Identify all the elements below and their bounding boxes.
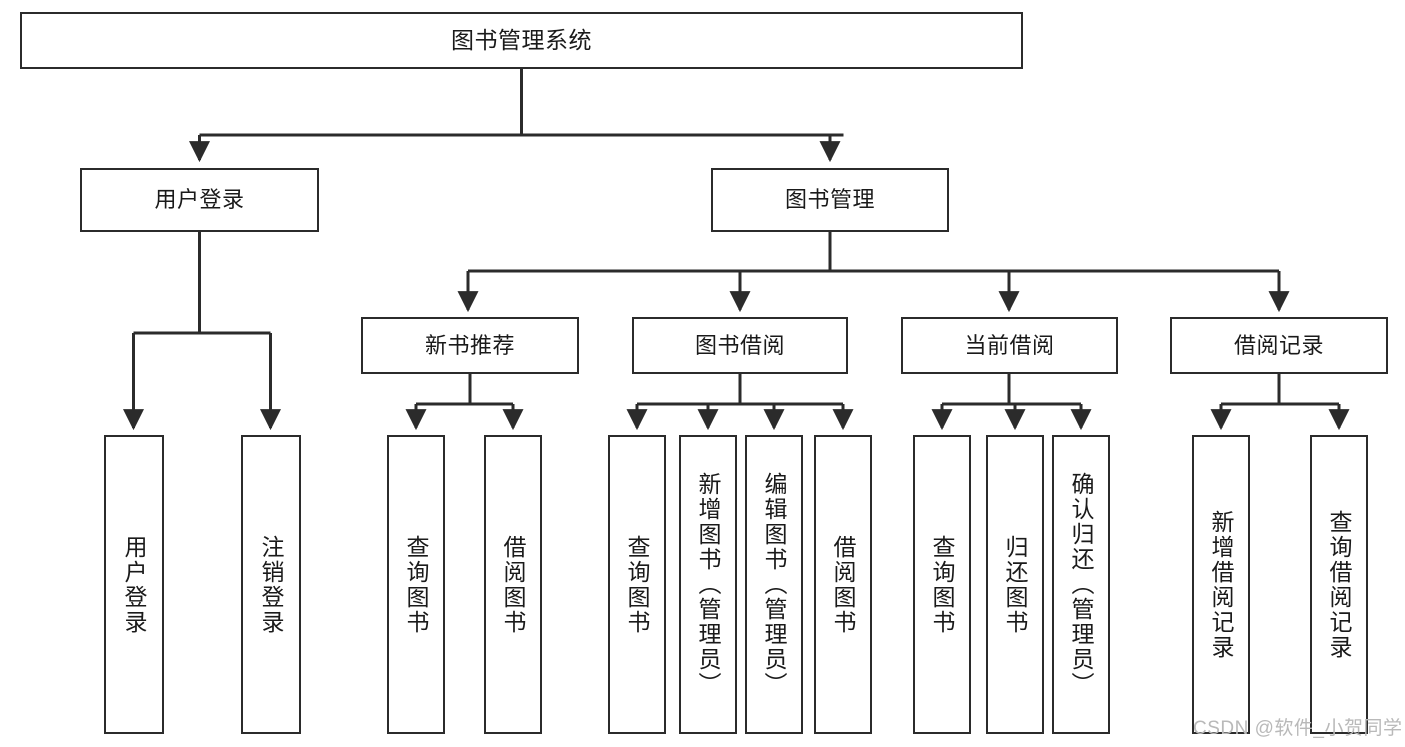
node-book-management[interactable]: 图书管理 <box>711 168 949 232</box>
node-current-borrowing[interactable]: 当前借阅 <box>901 317 1118 374</box>
node-label: 用户登录 <box>154 187 245 213</box>
node-new-book-recommendation[interactable]: 新书推荐 <box>361 317 579 374</box>
node-label: 图书管理系统 <box>451 27 592 54</box>
leaf-borrow-books-new[interactable]: 借阅图书 <box>484 435 542 734</box>
node-borrowing-records[interactable]: 借阅记录 <box>1170 317 1388 374</box>
leaf-query-books-current[interactable]: 查询图书 <box>913 435 971 734</box>
leaf-logout-login[interactable]: 注销登录 <box>241 435 301 734</box>
leaf-query-borrow-record[interactable]: 查询借阅记录 <box>1310 435 1368 734</box>
leaf-query-books-new[interactable]: 查询图书 <box>387 435 445 734</box>
node-label: 新书推荐 <box>424 332 515 358</box>
leaf-user-login[interactable]: 用户登录 <box>104 435 164 734</box>
csdn-watermark: CSDN @软件_小贺同学 <box>1193 718 1403 739</box>
leaf-query-books-borrow[interactable]: 查询图书 <box>608 435 666 734</box>
leaf-confirm-return-admin[interactable]: 确认归还（管理员） <box>1052 435 1110 734</box>
node-label: 图书管理 <box>784 187 875 213</box>
node-label: 注销登录 <box>258 534 285 635</box>
node-label: 新增图书（管理员） <box>695 472 722 697</box>
node-label: 借阅记录 <box>1233 332 1324 358</box>
node-label: 用户登录 <box>121 534 148 635</box>
node-label: 归还图书 <box>1002 534 1029 635</box>
node-label: 查询借阅记录 <box>1326 509 1353 660</box>
node-label: 当前借阅 <box>964 332 1055 358</box>
node-label: 查询图书 <box>929 534 956 635</box>
node-label: 借阅图书 <box>830 534 857 635</box>
node-label: 图书借阅 <box>694 332 785 358</box>
leaf-add-book-admin[interactable]: 新增图书（管理员） <box>679 435 737 734</box>
leaf-edit-book-admin[interactable]: 编辑图书（管理员） <box>745 435 803 734</box>
node-root-system[interactable]: 图书管理系统 <box>20 12 1023 69</box>
node-user-login[interactable]: 用户登录 <box>80 168 319 232</box>
node-label: 借阅图书 <box>500 534 527 635</box>
node-label: 查询图书 <box>403 534 430 635</box>
leaf-add-borrow-record[interactable]: 新增借阅记录 <box>1192 435 1250 734</box>
node-book-borrowing[interactable]: 图书借阅 <box>632 317 848 374</box>
node-label: 新增借阅记录 <box>1208 509 1235 660</box>
leaf-borrow-books[interactable]: 借阅图书 <box>814 435 872 734</box>
node-label: 确认归还（管理员） <box>1068 472 1095 697</box>
node-label: 编辑图书（管理员） <box>761 472 788 697</box>
node-label: 查询图书 <box>624 534 651 635</box>
leaf-return-books[interactable]: 归还图书 <box>986 435 1044 734</box>
